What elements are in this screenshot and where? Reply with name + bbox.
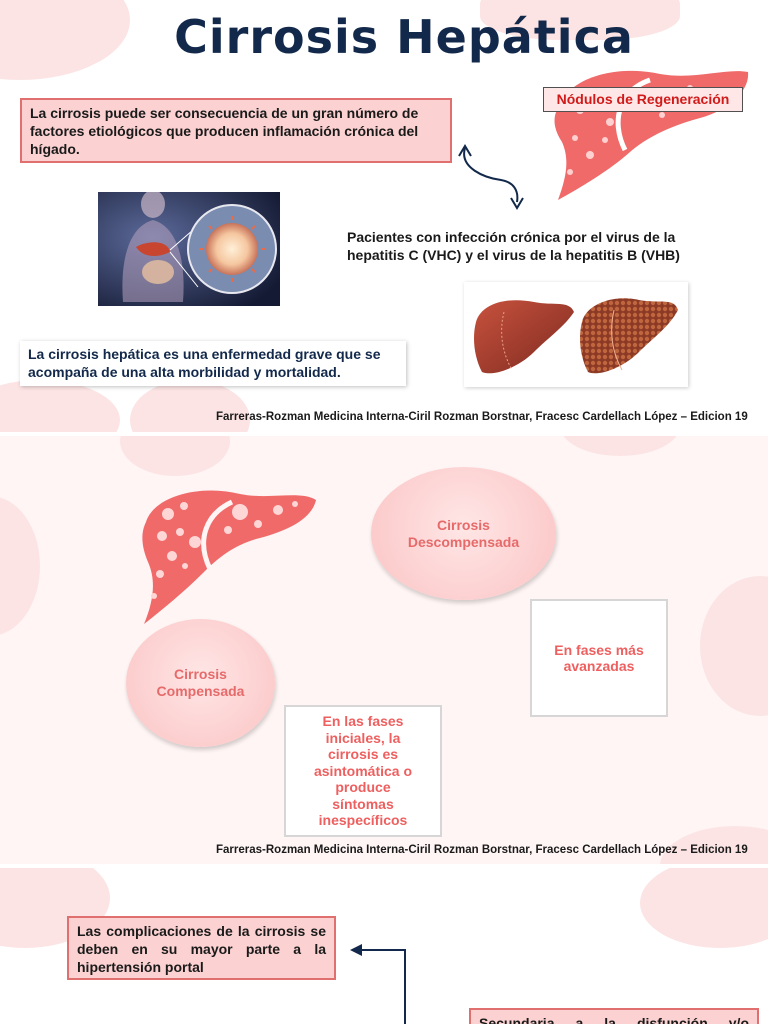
secundaria-textbox: Secundaria a la disfunción y/o: [469, 1008, 759, 1024]
body-virus-image: [98, 192, 280, 306]
nodulos-label: Nódulos de Regeneración: [543, 87, 743, 112]
decor-blob: [130, 380, 250, 432]
liver-nodules-illustration: [554, 70, 749, 200]
cirrosis-compensada-ellipse: Cirrosis Compensada: [126, 619, 275, 747]
iniciales-text: En las fases iniciales, la cirrosis es a…: [313, 713, 413, 829]
grave-textbox: La cirrosis hepática es una enfermedad g…: [20, 341, 406, 386]
avanzadas-box: En fases más avanzadas: [530, 599, 668, 717]
decor-blob: [480, 0, 680, 40]
reference-citation: Farreras-Rozman Medicina Interna-Ciril R…: [216, 411, 748, 423]
compensada-label: Cirrosis Compensada: [156, 666, 245, 699]
decor-blob: [560, 436, 680, 456]
decor-blob: [0, 496, 40, 636]
complicaciones-textbox: Las complicaciones de la cirrosis se deb…: [67, 916, 336, 980]
cirrosis-descompensada-ellipse: Cirrosis Descompensada: [371, 467, 556, 600]
liver-illustration: [142, 490, 316, 624]
intro-textbox: La cirrosis puede ser consecuencia de un…: [20, 98, 452, 163]
connector-arrow: [350, 944, 406, 1024]
slide-1: Cirrosis Hepática Nódulos de Regeneració…: [0, 0, 768, 432]
descompensada-label: Cirrosis Descompensada: [407, 516, 520, 550]
decor-blob: [120, 436, 230, 476]
decor-blob: [640, 868, 768, 948]
decor-blob: [700, 576, 768, 716]
avanzadas-text: En fases más avanzadas: [554, 641, 644, 675]
liver-comparison-image: [464, 282, 688, 387]
virus-text: Pacientes con infección crónica por el v…: [347, 229, 680, 263]
slide-3: Las complicaciones de la cirrosis se deb…: [0, 868, 768, 1024]
iniciales-box: En las fases iniciales, la cirrosis es a…: [284, 705, 442, 837]
reference-citation: Farreras-Rozman Medicina Interna-Ciril R…: [216, 844, 748, 856]
slide-2: Cirrosis Descompensada En fases más avan…: [0, 436, 768, 864]
decor-blob: [0, 380, 120, 432]
page-title: Cirrosis Hepática: [174, 10, 634, 64]
curved-arrow: [458, 144, 524, 210]
